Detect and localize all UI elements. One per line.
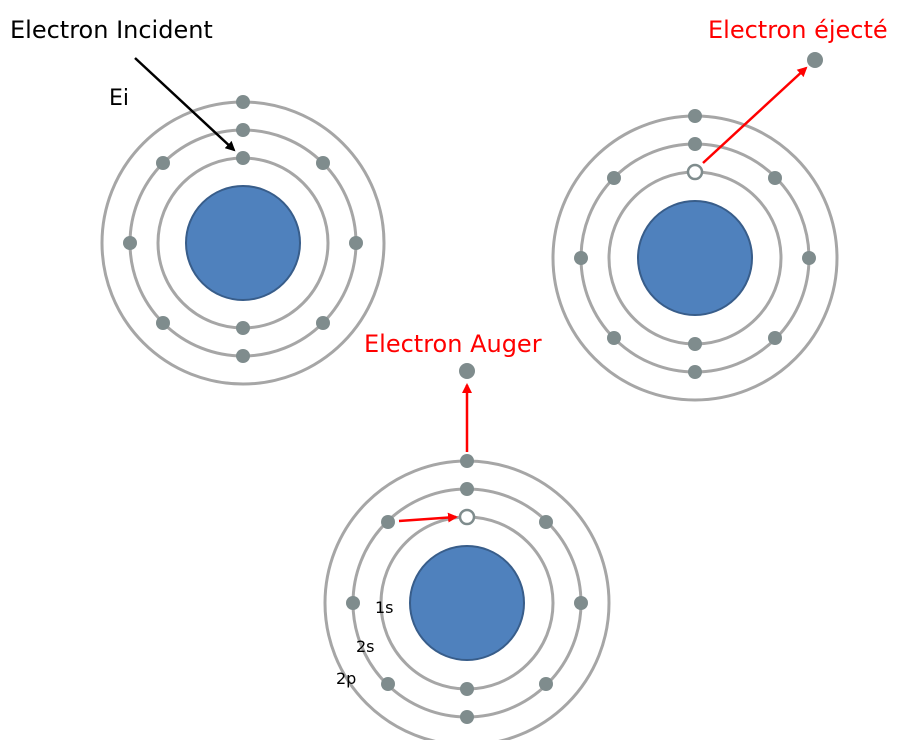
electron-2p-lower-right [768,331,782,345]
electron-2p-left [346,596,360,610]
electron-2p-lower-left [607,331,621,345]
electron-2s-bottom [460,710,474,724]
transition-arrow [398,512,458,523]
electron-2p-left [574,251,588,265]
electron-2p-lower-right [316,316,330,330]
atom-auger [323,363,611,740]
electron-2p-right [802,251,816,265]
incident-arrow [134,57,236,152]
electron-2p-top [688,109,702,123]
shell-2s-label: 2s [356,637,375,656]
electron-2p-upper-right [768,171,782,185]
electron-2p-top [236,95,250,109]
electron-2p-right [574,596,588,610]
electron-1s-bottom [460,682,474,696]
vacancy-1s [458,508,476,526]
atom-incident [100,57,386,386]
electron-2p-lower-left [156,316,170,330]
electron-2s-top [688,137,702,151]
electron-2s-bottom [688,365,702,379]
electron-2s-top [460,482,474,496]
electron-2p-lower-right [539,677,553,691]
electron-2p-upper-left [607,171,621,185]
nucleus [409,545,525,661]
incident-energy-label: Ei [109,86,129,111]
electron-2p-upper-right [316,156,330,170]
electron-2p-upper-left [381,515,395,529]
electron-1s-bottom [236,321,250,335]
electron-1s-bottom [688,337,702,351]
electron-2p-right [349,236,363,250]
electron-2p-left [123,236,137,250]
electron-2p-lower-left [381,677,395,691]
atom-ejection [551,52,839,402]
nucleus [185,185,301,301]
electron-2s-bottom [236,349,250,363]
shell-1s-label: 1s [375,598,394,617]
vacancy-1s [686,163,704,181]
auger-electron-label: Electron Auger [364,330,542,358]
ejection-arrow [702,66,808,164]
nucleus [637,200,753,316]
electron-2p-top [460,454,474,468]
incident-electron-label: Electron Incident [10,16,213,44]
electron-2p-upper-left [156,156,170,170]
ejected-electron-label: Electron éjecté [708,16,888,44]
auger-electron [459,363,475,379]
electron-2p-upper-right [539,515,553,529]
shell-2p-label: 2p [336,669,356,688]
electron-2s-top [236,123,250,137]
electron-1s-top [236,151,250,165]
ejected-electron [807,52,823,68]
